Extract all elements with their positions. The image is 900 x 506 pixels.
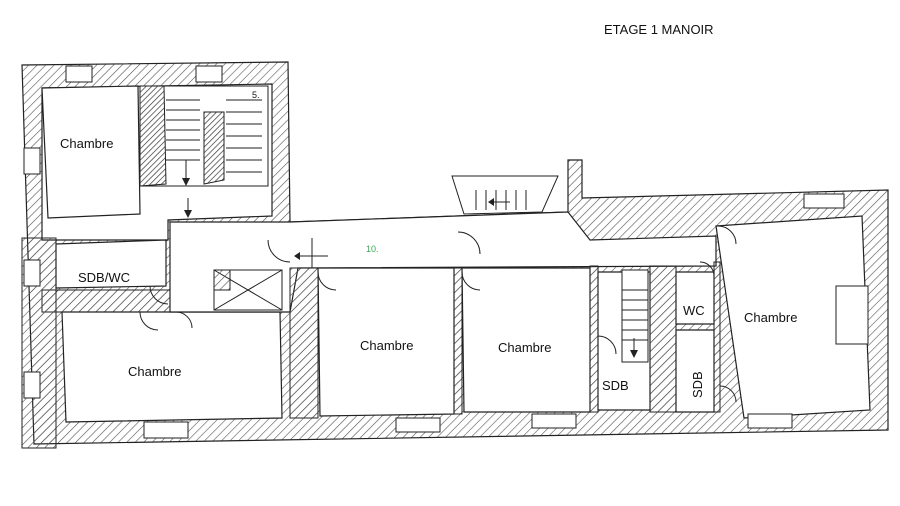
room-label-sdb-wc: SDB/WC <box>78 270 130 285</box>
corridor-number-label: 10. <box>366 244 379 254</box>
stair-nw <box>139 85 269 218</box>
stair-top <box>451 175 559 215</box>
stair-east <box>621 269 649 363</box>
corridor-arrow <box>294 238 328 268</box>
room-label-chambre-nw: Chambre <box>60 136 113 151</box>
room-label-chambre-sw: Chambre <box>128 364 181 379</box>
room-label-chambre-c1: Chambre <box>360 338 413 353</box>
stair-number-label: 5. <box>252 90 260 100</box>
windows <box>23 65 869 439</box>
room-label-sdb-vertical: SDB <box>690 371 705 398</box>
room-label-wc: WC <box>683 303 705 318</box>
door-swings <box>139 225 737 403</box>
room-label-chambre-e: Chambre <box>744 310 797 325</box>
shaft <box>213 269 283 311</box>
title-label: ETAGE 1 MANOIR <box>604 22 714 37</box>
room-fills <box>41 85 871 423</box>
room-label-chambre-c2: Chambre <box>498 340 551 355</box>
room-label-sdb-small: SDB <box>602 378 629 393</box>
